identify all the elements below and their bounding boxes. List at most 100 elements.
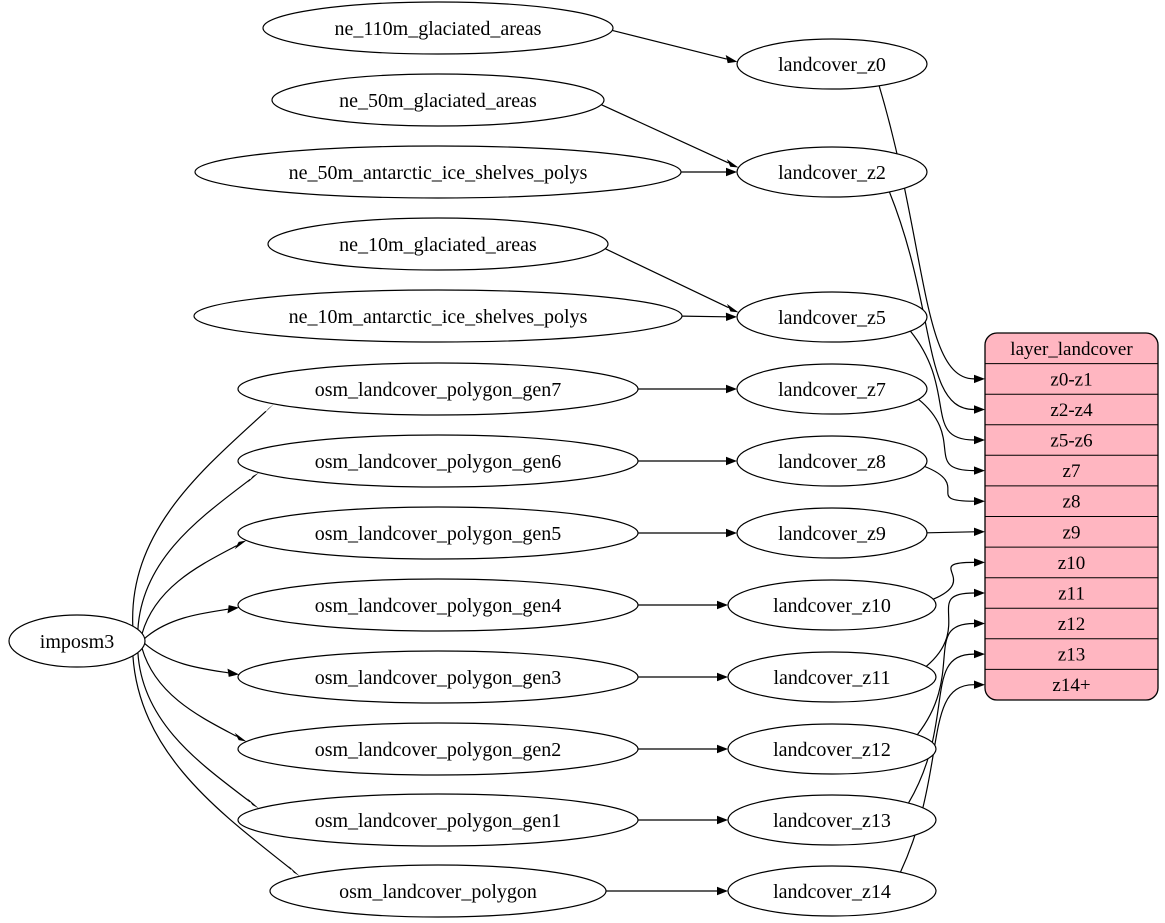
node-label: landcover_z10 — [773, 595, 891, 617]
edge-line — [681, 315, 727, 318]
table-row-z10: z10 — [1058, 553, 1085, 574]
edge-ne-10m-antarctic-ice-shelves-polys-to-landcover-z5 — [681, 312, 737, 321]
edge-line — [137, 652, 251, 803]
node-label: ne_110m_glaciated_areas — [335, 18, 542, 40]
edge-osm-landcover-polygon-gen3-to-landcover-z11 — [638, 672, 728, 682]
arrowhead-icon — [717, 672, 728, 682]
node-landcover-z11: landcover_z11 — [727, 651, 937, 703]
node-ellipse — [262, 1, 614, 55]
arrowhead-icon — [247, 472, 259, 483]
edge-landcover-z14-to-z14plus — [899, 680, 985, 873]
table-row-z11: z11 — [1058, 584, 1085, 605]
arrowhead-icon — [234, 540, 247, 550]
edge-osm-landcover-polygon-gen4-to-landcover-z10 — [638, 600, 728, 610]
arrowhead-icon — [974, 558, 985, 567]
edge-osm-landcover-polygon-gen2-to-landcover-z12 — [638, 744, 728, 754]
arrowhead-icon — [726, 159, 739, 168]
edge-line — [132, 655, 292, 870]
table-row-z12: z12 — [1058, 614, 1085, 635]
table-row-z2-z4: z2-z4 — [1050, 400, 1093, 421]
arrowhead-icon — [974, 466, 985, 475]
arrowhead-icon — [717, 744, 728, 754]
node-label: landcover_z8 — [778, 451, 886, 473]
node-ellipse — [237, 578, 639, 632]
node-label: osm_landcover_polygon_gen1 — [315, 810, 562, 832]
edge-landcover-z0-to-z0-z1 — [878, 85, 985, 384]
node-label: imposm3 — [40, 631, 114, 653]
node-ellipse — [736, 291, 928, 343]
node-label: landcover_z14 — [773, 881, 891, 903]
arrowhead-icon — [227, 668, 239, 677]
edge-osm-landcover-polygon-gen1-to-landcover-z13 — [638, 815, 728, 825]
node-osm-landcover-polygon-gen5: osm_landcover_polygon_gen5 — [237, 506, 639, 560]
node-label: landcover_z0 — [778, 54, 886, 76]
node-label: landcover_z2 — [778, 162, 886, 184]
edge-line — [909, 330, 975, 441]
node-ellipse — [8, 614, 146, 668]
node-label: landcover_z9 — [778, 523, 886, 545]
node-landcover-z12: landcover_z12 — [727, 723, 937, 775]
node-ellipse — [736, 435, 928, 487]
node-label: osm_landcover_polygon_gen4 — [315, 595, 562, 617]
node-imposm3: imposm3 — [8, 614, 146, 668]
edge-line — [878, 85, 975, 380]
edge-line — [932, 561, 975, 600]
edge-line — [612, 29, 727, 60]
table-row-z13: z13 — [1058, 645, 1085, 666]
edge-line — [144, 608, 229, 639]
edge-osm-landcover-polygon-gen5-to-landcover-z9 — [638, 528, 737, 538]
edge-imposm3-to-osm-landcover-polygon-gen3 — [144, 643, 239, 677]
node-label: landcover_z5 — [778, 307, 886, 329]
node-ellipse — [727, 794, 937, 846]
arrowhead-icon — [974, 527, 985, 536]
node-label: landcover_z12 — [773, 739, 891, 761]
node-label: ne_10m_glaciated_areas — [339, 234, 537, 256]
node-landcover-z13: landcover_z13 — [727, 794, 937, 846]
node-ellipse — [193, 289, 683, 343]
edge-landcover-z11-to-z11 — [925, 588, 985, 667]
table-row-z0-z1: z0-z1 — [1050, 369, 1092, 390]
edge-line — [924, 465, 975, 502]
arrowhead-icon — [974, 497, 985, 506]
edge-line — [926, 531, 975, 534]
node-ellipse — [727, 723, 937, 775]
edge-line — [916, 622, 975, 736]
edge-line — [888, 191, 975, 411]
arrowhead-icon — [726, 303, 739, 313]
node-label: osm_landcover_polygon_gen7 — [315, 379, 562, 401]
edge-osm-landcover-polygon-to-landcover-z14 — [606, 886, 728, 896]
arrowhead-icon — [227, 605, 239, 614]
node-ellipse — [736, 146, 928, 198]
arrowhead-icon — [974, 619, 985, 628]
arrowhead-icon — [974, 374, 985, 384]
edge-line — [137, 478, 251, 630]
arrowhead-icon — [263, 403, 274, 415]
node-ellipse — [237, 506, 639, 560]
node-osm-landcover-polygon-gen6: osm_landcover_polygon_gen6 — [237, 434, 639, 488]
node-landcover-z0: landcover_z0 — [736, 38, 928, 90]
table-row-z14plus: z14+ — [1052, 675, 1090, 696]
node-label: ne_10m_antarctic_ice_shelves_polys — [289, 306, 588, 328]
node-ellipse — [237, 722, 639, 776]
edge-line — [918, 398, 975, 472]
node-osm-landcover-polygon-gen7: osm_landcover_polygon_gen7 — [237, 362, 639, 416]
arrowhead-icon — [726, 384, 737, 394]
node-ellipse — [269, 864, 607, 918]
arrowhead-icon — [717, 600, 728, 610]
node-ne-50m-glaciated-areas: ne_50m_glaciated_areas — [271, 73, 605, 127]
node-landcover-z2: landcover_z2 — [736, 146, 928, 198]
edge-ne-50m-antarctic-ice-shelves-polys-to-landcover-z2 — [681, 167, 737, 177]
edge-landcover-z12-to-z12 — [916, 619, 985, 736]
node-layer-landcover-table: layer_landcoverz0-z1z2-z4z5-z6z7z8z9z10z… — [984, 332, 1159, 701]
node-ne-110m-glaciated-areas: ne_110m_glaciated_areas — [262, 1, 614, 55]
arrowhead-icon — [725, 55, 738, 64]
edge-osm-landcover-polygon-gen6-to-landcover-z8 — [638, 456, 737, 466]
edge-landcover-z2-to-z2-z4 — [888, 191, 985, 414]
arrowhead-icon — [726, 528, 737, 538]
edge-imposm3-to-osm-landcover-polygon-gen6 — [137, 472, 259, 630]
node-ellipse — [736, 507, 928, 559]
node-osm-landcover-polygon: osm_landcover_polygon — [269, 864, 607, 918]
edge-landcover-z10-to-z10 — [932, 558, 985, 600]
node-landcover-z8: landcover_z8 — [736, 435, 928, 487]
